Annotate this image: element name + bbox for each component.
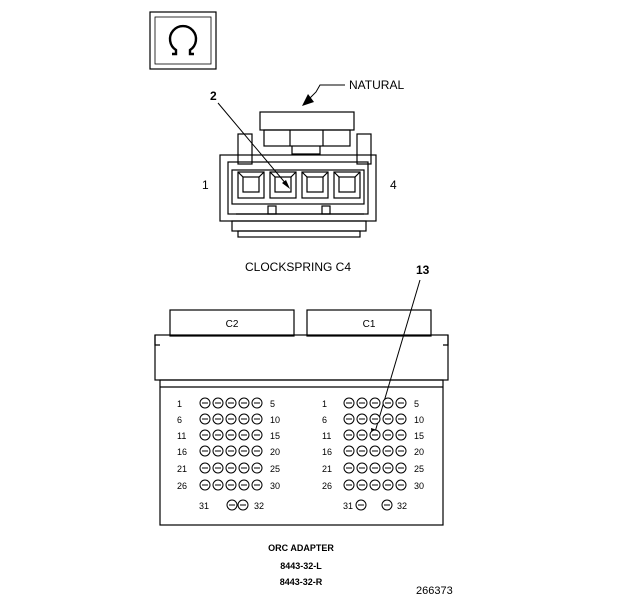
omega-symbol-icon	[149, 11, 217, 70]
row-label-left: 11	[177, 431, 186, 441]
cavity-3	[301, 171, 329, 199]
pin-32-label: 32	[397, 501, 407, 511]
clockspring-connector	[219, 111, 377, 238]
row-label-right: 30	[270, 481, 280, 491]
row-label-left: 21	[322, 464, 332, 474]
pin-2-callout: 2	[210, 89, 290, 189]
natural-label: NATURAL	[349, 78, 404, 92]
clockspring-title: CLOCKSPRING C4	[245, 260, 351, 274]
row-label-right: 20	[414, 447, 424, 457]
row-label-right: 15	[270, 431, 280, 441]
row-label-right: 10	[414, 415, 424, 425]
pin-31-label: 31	[343, 501, 353, 511]
row-label-left: 1	[177, 399, 182, 409]
row-label-left: 26	[322, 481, 332, 491]
adapter-part-left: 8443-32-L	[280, 561, 322, 571]
pin-1-label: 1	[202, 178, 209, 192]
pin-13-label: 13	[416, 263, 430, 277]
row-label-left: 6	[322, 415, 327, 425]
row-label-right: 25	[270, 464, 280, 474]
row-label-left: 16	[177, 447, 187, 457]
row-label-right: 5	[270, 399, 275, 409]
natural-callout: NATURAL	[302, 78, 404, 106]
row-label-right: 30	[414, 481, 424, 491]
pin-2-label: 2	[210, 89, 217, 103]
row-label-left: 1	[322, 399, 327, 409]
pin-13-callout: 13	[371, 263, 430, 440]
cavity-4	[333, 171, 361, 199]
pin-grid-left: 1 6 11 16 21 26 5 10 15 20 25 30 31 32	[177, 399, 280, 511]
pin-31-label: 31	[199, 501, 209, 511]
connector-c2-label: C2	[226, 319, 239, 330]
row-label-left: 16	[322, 447, 332, 457]
row-label-right: 5	[414, 399, 419, 409]
pin-circles	[199, 397, 407, 511]
clockspring-cavities	[237, 171, 361, 199]
row-label-right: 25	[414, 464, 424, 474]
figure-number: 266373	[416, 585, 453, 597]
pin-32-label: 32	[254, 501, 264, 511]
cavity-1	[237, 171, 265, 199]
cavity-2	[269, 171, 297, 199]
row-label-right: 10	[270, 415, 280, 425]
row-label-left: 26	[177, 481, 187, 491]
adapter-caption-title: ORC ADAPTER	[268, 543, 334, 553]
adapter-part-right: 8443-32-R	[280, 577, 323, 587]
row-label-left: 21	[177, 464, 187, 474]
orc-adapter-body	[154, 309, 449, 526]
pin-grid-right: 1 6 11 16 21 26 5 10 15 20 25 30 31 32	[322, 399, 424, 511]
row-label-left: 6	[177, 415, 182, 425]
row-label-left: 11	[322, 431, 331, 441]
connector-c1-label: C1	[363, 319, 376, 330]
row-label-right: 15	[414, 431, 424, 441]
row-label-right: 20	[270, 447, 280, 457]
pin-4-label: 4	[390, 178, 397, 192]
